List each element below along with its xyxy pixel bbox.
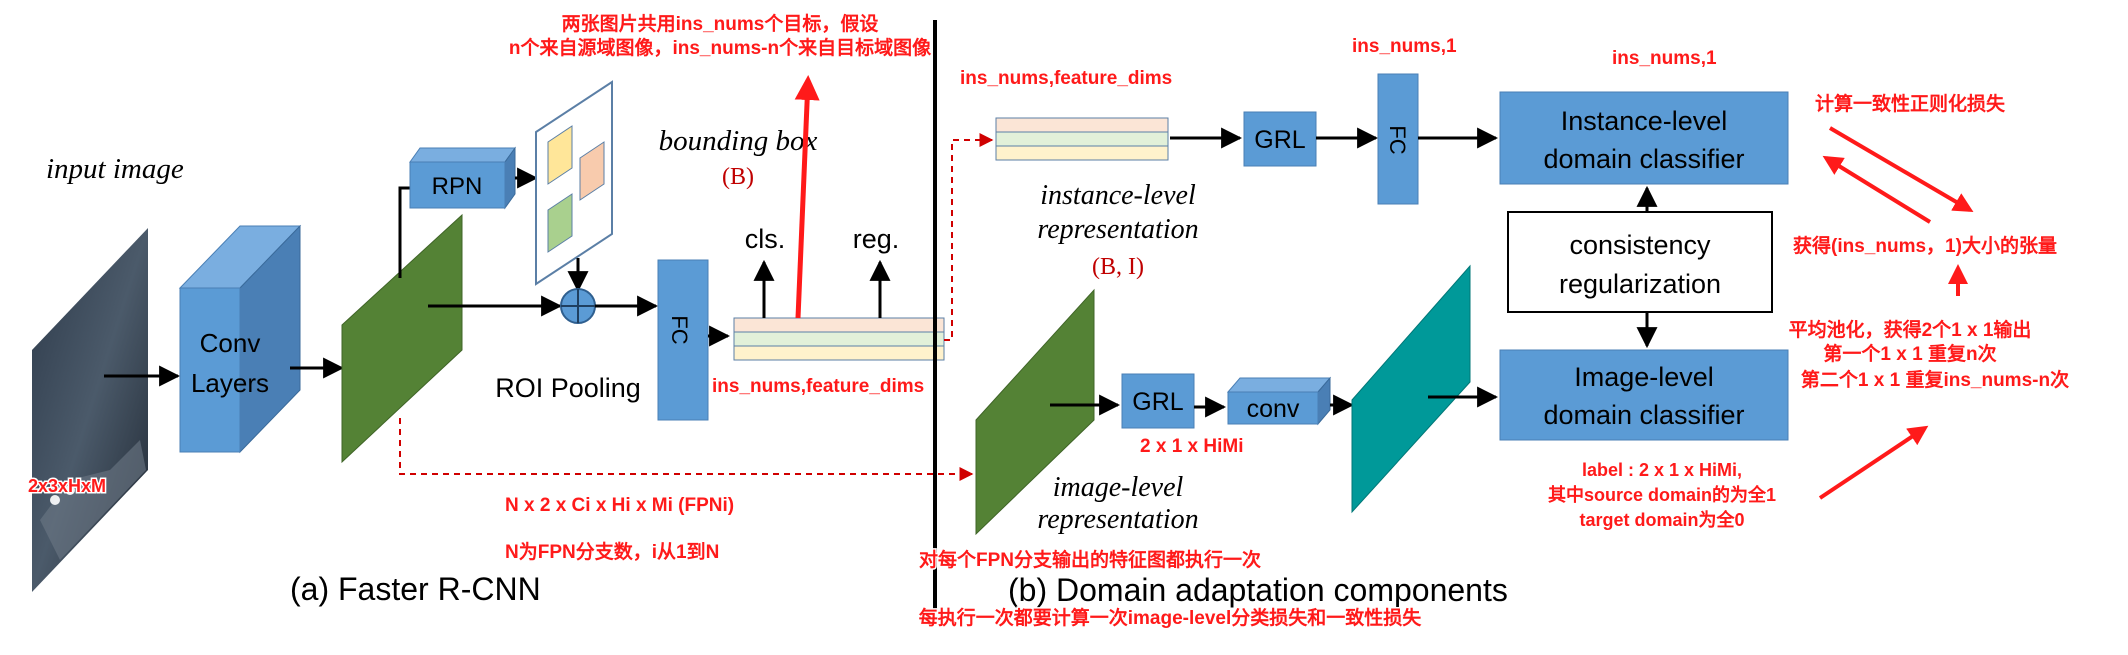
- label-note-line1: label : 2 x 1 x HiMi,: [1582, 460, 1742, 480]
- instance-rep-line2: representation: [1037, 214, 1198, 245]
- dashed-arrow-to-image: [399, 418, 974, 481]
- red-arrow-up-left: [1822, 155, 1932, 224]
- label-note-line3: target domain为全0: [1579, 509, 1744, 530]
- top-note-line2: n个来自源域图像，ins_nums-n个来自目标域图像: [509, 36, 932, 59]
- each-time-note: 每执行一次都要计算一次image-level分类损失和一致性损失: [919, 606, 1422, 629]
- bounding-box-label: bounding box: [659, 125, 818, 157]
- conv-block-image: [1226, 376, 1332, 426]
- right-note-tensor: 获得(ins_nums，1)大小的张量: [1793, 234, 2057, 257]
- image-rep-line2: representation: [1037, 504, 1198, 535]
- feat-dims-bottom: ins_nums,feature_dims: [712, 376, 924, 397]
- grl-block-image: [1121, 373, 1195, 429]
- conv-label-line2: Layers: [191, 368, 269, 398]
- image-rep-line1: image-level: [1053, 472, 1184, 503]
- ins-nums-1-a: ins_nums,1: [1352, 36, 1457, 57]
- consistency-line1: consistency: [1569, 230, 1711, 260]
- rpn-label: RPN: [432, 173, 483, 200]
- label-note-line2: 其中source domain的为全1: [1548, 484, 1776, 505]
- roi-pooling-label: ROI Pooling: [495, 373, 641, 403]
- instance-classifier-line1: Instance-level: [1561, 106, 1728, 136]
- consistency-line2: regularization: [1559, 269, 1721, 299]
- instance-classifier-line2: domain classifier: [1543, 144, 1744, 174]
- fc-block-b: [1377, 73, 1419, 205]
- fc-label-b: FC: [1385, 125, 1410, 154]
- image-level-output-map: [1351, 264, 1471, 514]
- instance-domain-classifier: [1499, 91, 1789, 185]
- ins-nums-1-b: ins_nums,1: [1612, 48, 1717, 69]
- consistency-regularization-box: [1507, 211, 1773, 313]
- bbox-b-label: (B): [722, 164, 754, 190]
- grl-label-instance: GRL: [1254, 126, 1306, 154]
- caption-b: (b) Domain adaptation components: [1008, 572, 1508, 608]
- conv-label-line1: Conv: [200, 328, 261, 358]
- grl-label-image: GRL: [1132, 388, 1184, 416]
- grl-block-instance: [1243, 111, 1317, 167]
- image-domain-classifier: [1499, 349, 1789, 441]
- input-image-label: input image: [46, 153, 184, 185]
- instance-feature-stack: [995, 117, 1169, 161]
- fpn-shape-note: N x 2 x Ci x Hi x Mi (FPNi): [505, 495, 734, 516]
- reg-label: reg.: [853, 224, 900, 254]
- top-note-line1: 两张图片共用ins_nums个目标，假设: [562, 12, 879, 35]
- arrow-feature-up: [398, 186, 410, 278]
- image-classifier-line1: Image-level: [1574, 362, 1714, 392]
- right-note-consistency-loss: 计算一致性正则化损失: [1815, 92, 2006, 115]
- red-arrow-to-top-note: [794, 75, 820, 319]
- roi-feature-stack: [733, 317, 945, 361]
- grl-dims-note: 2 x 1 x HiMi: [1140, 436, 1244, 457]
- input-image-thumbnail: [32, 228, 148, 592]
- right-note-pool-line2: 第一个1 x 1 重复n次: [1823, 342, 1996, 365]
- right-note-pool-line3: 第二个1 x 1 重复ins_nums-n次: [1801, 368, 2069, 391]
- fc-block-a: [657, 259, 709, 421]
- image-classifier-line2: domain classifier: [1543, 400, 1744, 430]
- instance-rep-line1: instance-level: [1040, 180, 1196, 211]
- cls-label: cls.: [745, 224, 786, 254]
- fpn-each-note: 对每个FPN分支输出的特征图都执行一次: [919, 548, 1261, 571]
- feat-dims-top: ins_nums,feature_dims: [960, 68, 1172, 89]
- right-note-pool-line1: 平均池化，获得2个1 x 1输出: [1789, 318, 2032, 341]
- caption-a: (a) Faster R-CNN: [290, 571, 541, 607]
- conv-label-image: conv: [1247, 395, 1300, 423]
- roi-pooling-node: [560, 288, 596, 324]
- fc-label-a: FC: [667, 315, 692, 344]
- red-arrow-label-to-pool: [1818, 425, 1929, 500]
- fpn-count-note: N为FPN分支数，i从1到N: [505, 540, 719, 563]
- rpn-block: [409, 146, 516, 210]
- red-arrow-down-right: [1828, 126, 1974, 213]
- input-dims-label: 2x3xHxM: [28, 476, 106, 496]
- image-level-feature-map: [975, 288, 1095, 536]
- feature-map: [341, 213, 463, 464]
- conv-layers-block: [178, 224, 302, 454]
- dashed-arrow-to-instance: [944, 133, 994, 341]
- proposals-panel: [535, 80, 613, 286]
- instance-rep-bi: (B, I): [1092, 254, 1144, 280]
